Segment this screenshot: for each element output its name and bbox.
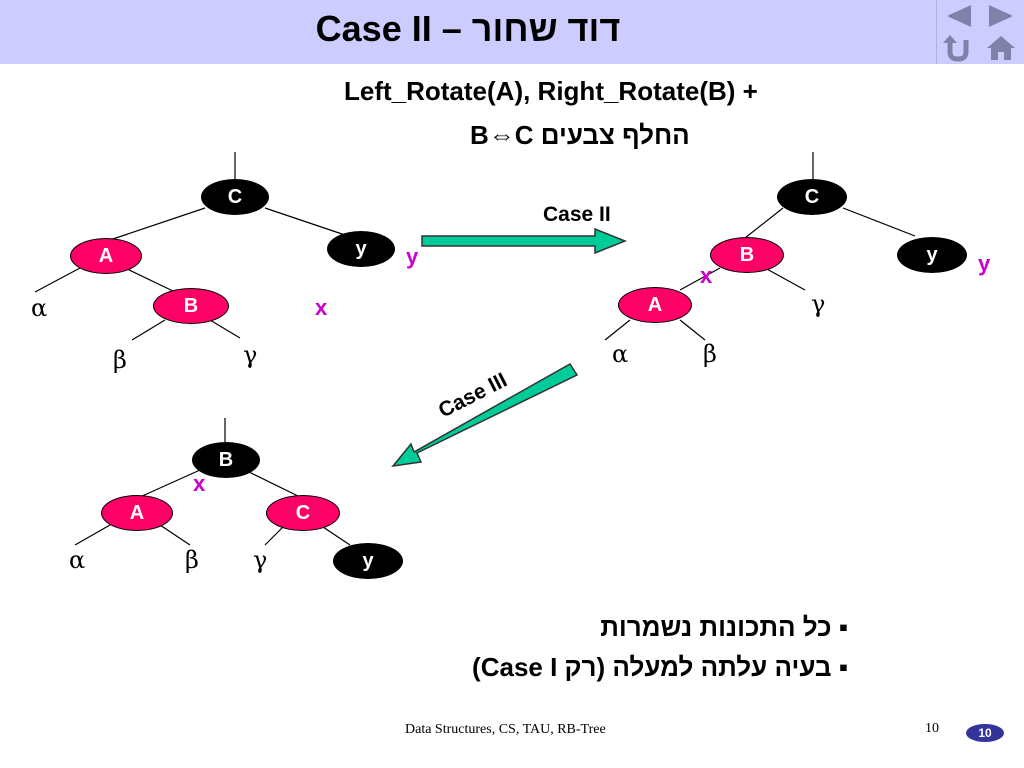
tree2-node-y: y xyxy=(897,237,967,273)
tree3-edge-A-alpha xyxy=(74,524,111,546)
tree2-pointer-y: y xyxy=(978,251,991,276)
tree3-node-B: B xyxy=(192,442,260,478)
bullet-square-icon: ▪ xyxy=(838,652,848,682)
tree2-edge-A-alpha xyxy=(604,319,631,341)
case3-label: Case III xyxy=(435,369,511,423)
tree2-pointer-x: x xyxy=(700,263,713,288)
tree1-node-B: B xyxy=(153,288,229,324)
tree2-edge-B-gamma xyxy=(764,267,806,291)
tree2-alpha: α xyxy=(612,340,629,368)
tree1-edge-C-y xyxy=(264,207,346,236)
previous-slide-button[interactable] xyxy=(939,2,979,30)
nav-panel xyxy=(936,0,1024,64)
tree2-node-C: C xyxy=(777,179,847,215)
next-slide-button[interactable] xyxy=(981,2,1021,30)
tree2-node-A: A xyxy=(618,287,692,323)
tree3-node-y: y xyxy=(333,543,403,579)
tree2-gamma: γ xyxy=(811,290,826,318)
tree1-node-y: y xyxy=(327,231,395,267)
home-icon xyxy=(987,36,1015,60)
tree1-pointer-y: y xyxy=(406,244,419,269)
tree3-edge-B-C xyxy=(244,469,301,498)
tree2-edge-A-beta xyxy=(679,319,706,341)
tree3-pointer-x: x xyxy=(193,471,206,496)
bullet-text-2: בעיה עלתה למעלה (רק Case I) xyxy=(472,652,832,682)
tree3-node-C: C xyxy=(266,495,340,531)
bullet-square-icon: ▪ xyxy=(838,612,848,642)
case2-arrow xyxy=(421,227,628,255)
tree1-alpha: α xyxy=(31,294,48,322)
header-rotations: Left_Rotate(A), Right_Rotate(B) + xyxy=(344,76,758,106)
tree1-beta: β xyxy=(113,346,127,374)
footer-text: Data Structures, CS, TAU, RB-Tree xyxy=(405,722,606,737)
case3-arrow xyxy=(391,362,579,468)
return-arrow-icon xyxy=(943,35,969,62)
header-swap-colors: החלף צבעים B⇔C xyxy=(470,120,690,150)
tree1-edge-B-gamma xyxy=(209,319,241,339)
tree1-node-A: A xyxy=(70,238,142,274)
tree1-gamma: γ xyxy=(243,341,258,369)
home-button[interactable] xyxy=(981,34,1021,62)
tree3-edge-C-y xyxy=(319,524,351,546)
tree1-node-C: C xyxy=(201,179,269,215)
slide-title: Case II – דוד שחור xyxy=(315,8,621,49)
tree3-node-A: A xyxy=(101,495,173,531)
tree1-edge-C-A xyxy=(109,207,206,241)
title-bar xyxy=(0,0,936,64)
tree1-edge-A-alpha xyxy=(34,267,81,293)
tree3-edge-B-A xyxy=(139,469,201,498)
page-badge: 10 xyxy=(966,724,1004,742)
tree3-beta: β xyxy=(185,546,199,574)
tree3-edge-A-beta xyxy=(159,524,191,546)
tree3-gamma: γ xyxy=(253,546,268,574)
case2-label: Case II xyxy=(543,203,611,226)
tree1-pointer-x: x xyxy=(315,295,328,320)
bullet-item-2: ▪ בעיה עלתה למעלה (רק Case I) xyxy=(472,652,848,683)
tree1-edge-B-beta xyxy=(131,319,166,341)
page-number: 10 xyxy=(925,721,939,736)
triangle-right-icon xyxy=(989,5,1013,27)
tree2-edge-C-B xyxy=(744,207,784,239)
tree2-node-B: B xyxy=(710,237,784,273)
tree1-edge-A-B xyxy=(124,267,176,293)
tree2-beta: β xyxy=(703,340,717,368)
page-badge-number: 10 xyxy=(978,726,992,740)
tree3-alpha: α xyxy=(69,546,86,574)
bullet-item-1: ▪ כל התכונות נשמרות xyxy=(600,612,848,643)
return-button[interactable] xyxy=(939,34,979,62)
tree2-edge-C-y xyxy=(842,207,916,237)
tree3-edge-C-gamma xyxy=(264,524,286,546)
tree2-edge-B-A xyxy=(679,267,721,291)
triangle-left-icon xyxy=(947,5,971,27)
bullet-text-1: כל התכונות נשמרות xyxy=(600,612,832,642)
